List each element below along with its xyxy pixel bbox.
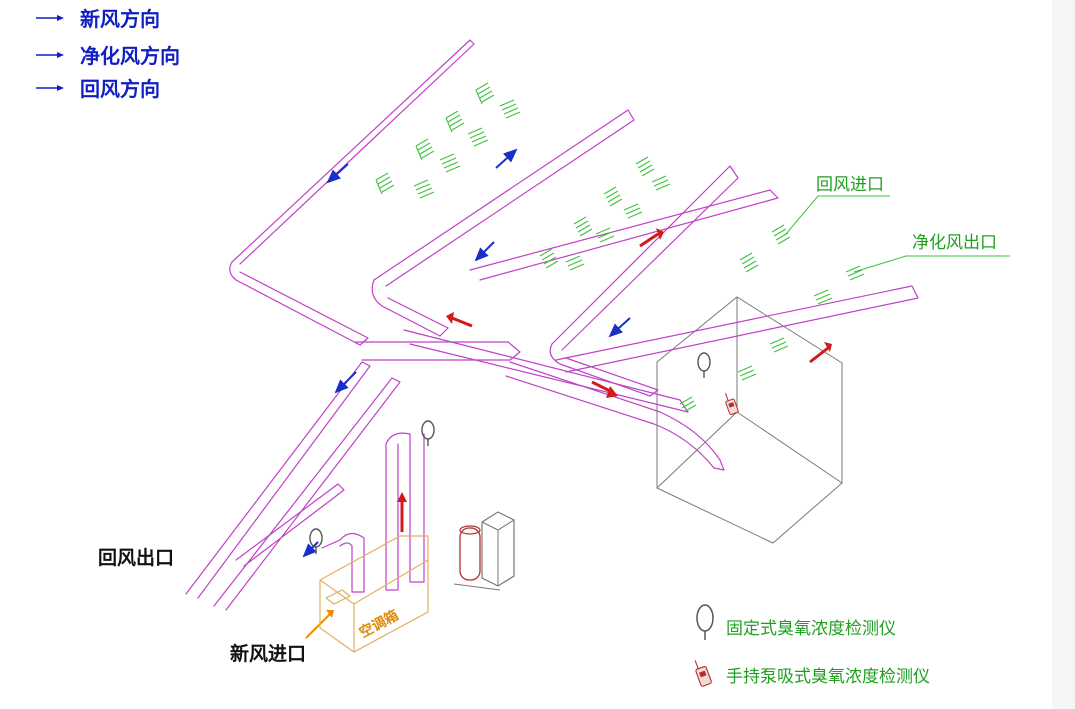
vent-unit bbox=[499, 99, 521, 119]
flow-arrows bbox=[302, 148, 832, 639]
air-handler-label: 空调箱 bbox=[356, 607, 401, 642]
purified-flow-arrow bbox=[639, 228, 664, 248]
handheld-detector-label: 手持泵吸式臭氧浓度检测仪 bbox=[726, 667, 930, 687]
vent-unit bbox=[375, 172, 395, 195]
fixed-detectors bbox=[309, 352, 711, 554]
vent-unit bbox=[439, 153, 461, 173]
legend-label-return-air: 回风方向 bbox=[80, 77, 160, 101]
return-flow-arrow bbox=[608, 317, 631, 338]
legend: 新风方向 净化风方向 回风方向 bbox=[36, 7, 180, 101]
fresh-air-intake bbox=[324, 589, 352, 605]
vent-unit bbox=[445, 110, 465, 133]
vent-units bbox=[375, 82, 865, 413]
vent-unit bbox=[679, 396, 697, 413]
vent-unit bbox=[635, 156, 655, 177]
return-flow-arrow bbox=[334, 371, 357, 394]
ring-detector-icon bbox=[697, 352, 711, 378]
legend-label-fresh-air: 新风方向 bbox=[80, 7, 160, 31]
vent-unit bbox=[739, 252, 759, 273]
legend-item-purified-air: 净化风方向 bbox=[36, 44, 180, 68]
vent-unit bbox=[771, 224, 791, 245]
fresh-air-arrow bbox=[305, 610, 334, 639]
purified-flow-arrow bbox=[446, 312, 473, 328]
vent-unit bbox=[769, 337, 789, 353]
equipment-key: 固定式臭氧浓度检测仪 手持泵吸式臭氧浓度检测仪 bbox=[694, 604, 930, 687]
return-flow-arrow bbox=[326, 163, 349, 184]
handheld-detector-icon bbox=[724, 393, 739, 415]
vent-unit bbox=[737, 365, 757, 381]
vent-unit bbox=[845, 265, 865, 281]
purified-flow-arrow bbox=[397, 492, 407, 532]
vent-unit bbox=[467, 127, 489, 147]
return-air-inlet-label: 回风进口 bbox=[816, 175, 884, 195]
ring-detector-icon bbox=[421, 420, 435, 446]
vent-unit bbox=[565, 255, 585, 271]
vent-unit bbox=[475, 82, 495, 105]
vent-unit bbox=[539, 248, 559, 269]
key-item-fixed-detector: 固定式臭氧浓度检测仪 bbox=[696, 604, 896, 640]
vent-unit bbox=[413, 179, 435, 199]
fixed-detector-label: 固定式臭氧浓度检测仪 bbox=[726, 619, 896, 639]
handheld-detector-icon bbox=[694, 660, 712, 687]
vent-unit bbox=[573, 216, 593, 237]
return-air-outlet-label: 回风出口 bbox=[98, 546, 174, 569]
handheld-detector-in-room bbox=[724, 393, 739, 415]
purified-flow-arrow bbox=[809, 342, 832, 364]
ozone-generator bbox=[453, 511, 515, 591]
return-flow-arrow bbox=[302, 541, 319, 558]
purified-flow-arrow bbox=[591, 380, 618, 398]
duct-network bbox=[185, 39, 919, 611]
key-item-handheld-detector: 手持泵吸式臭氧浓度检测仪 bbox=[694, 660, 930, 687]
page-edge-strip bbox=[1052, 0, 1075, 709]
return-flow-arrow bbox=[495, 148, 518, 169]
vent-unit bbox=[813, 289, 833, 305]
leader-lines bbox=[785, 195, 1010, 273]
purified-air-outlet-label: 净化风出口 bbox=[912, 233, 997, 253]
fresh-air-inlet-label: 新风进口 bbox=[230, 642, 306, 665]
vent-unit bbox=[603, 186, 623, 207]
vent-unit bbox=[651, 175, 671, 191]
vent-unit bbox=[595, 227, 615, 243]
legend-item-return-air: 回风方向 bbox=[36, 77, 160, 101]
ring-detector-icon bbox=[696, 604, 714, 640]
vent-unit bbox=[415, 138, 435, 161]
air-handler-unit: 空调箱 bbox=[319, 535, 429, 653]
ring-detector-icon bbox=[309, 528, 323, 554]
vent-unit bbox=[623, 203, 643, 219]
legend-item-fresh-air: 新风方向 bbox=[36, 7, 160, 31]
return-flow-arrow bbox=[474, 241, 495, 262]
legend-label-purified-air: 净化风方向 bbox=[80, 44, 180, 68]
